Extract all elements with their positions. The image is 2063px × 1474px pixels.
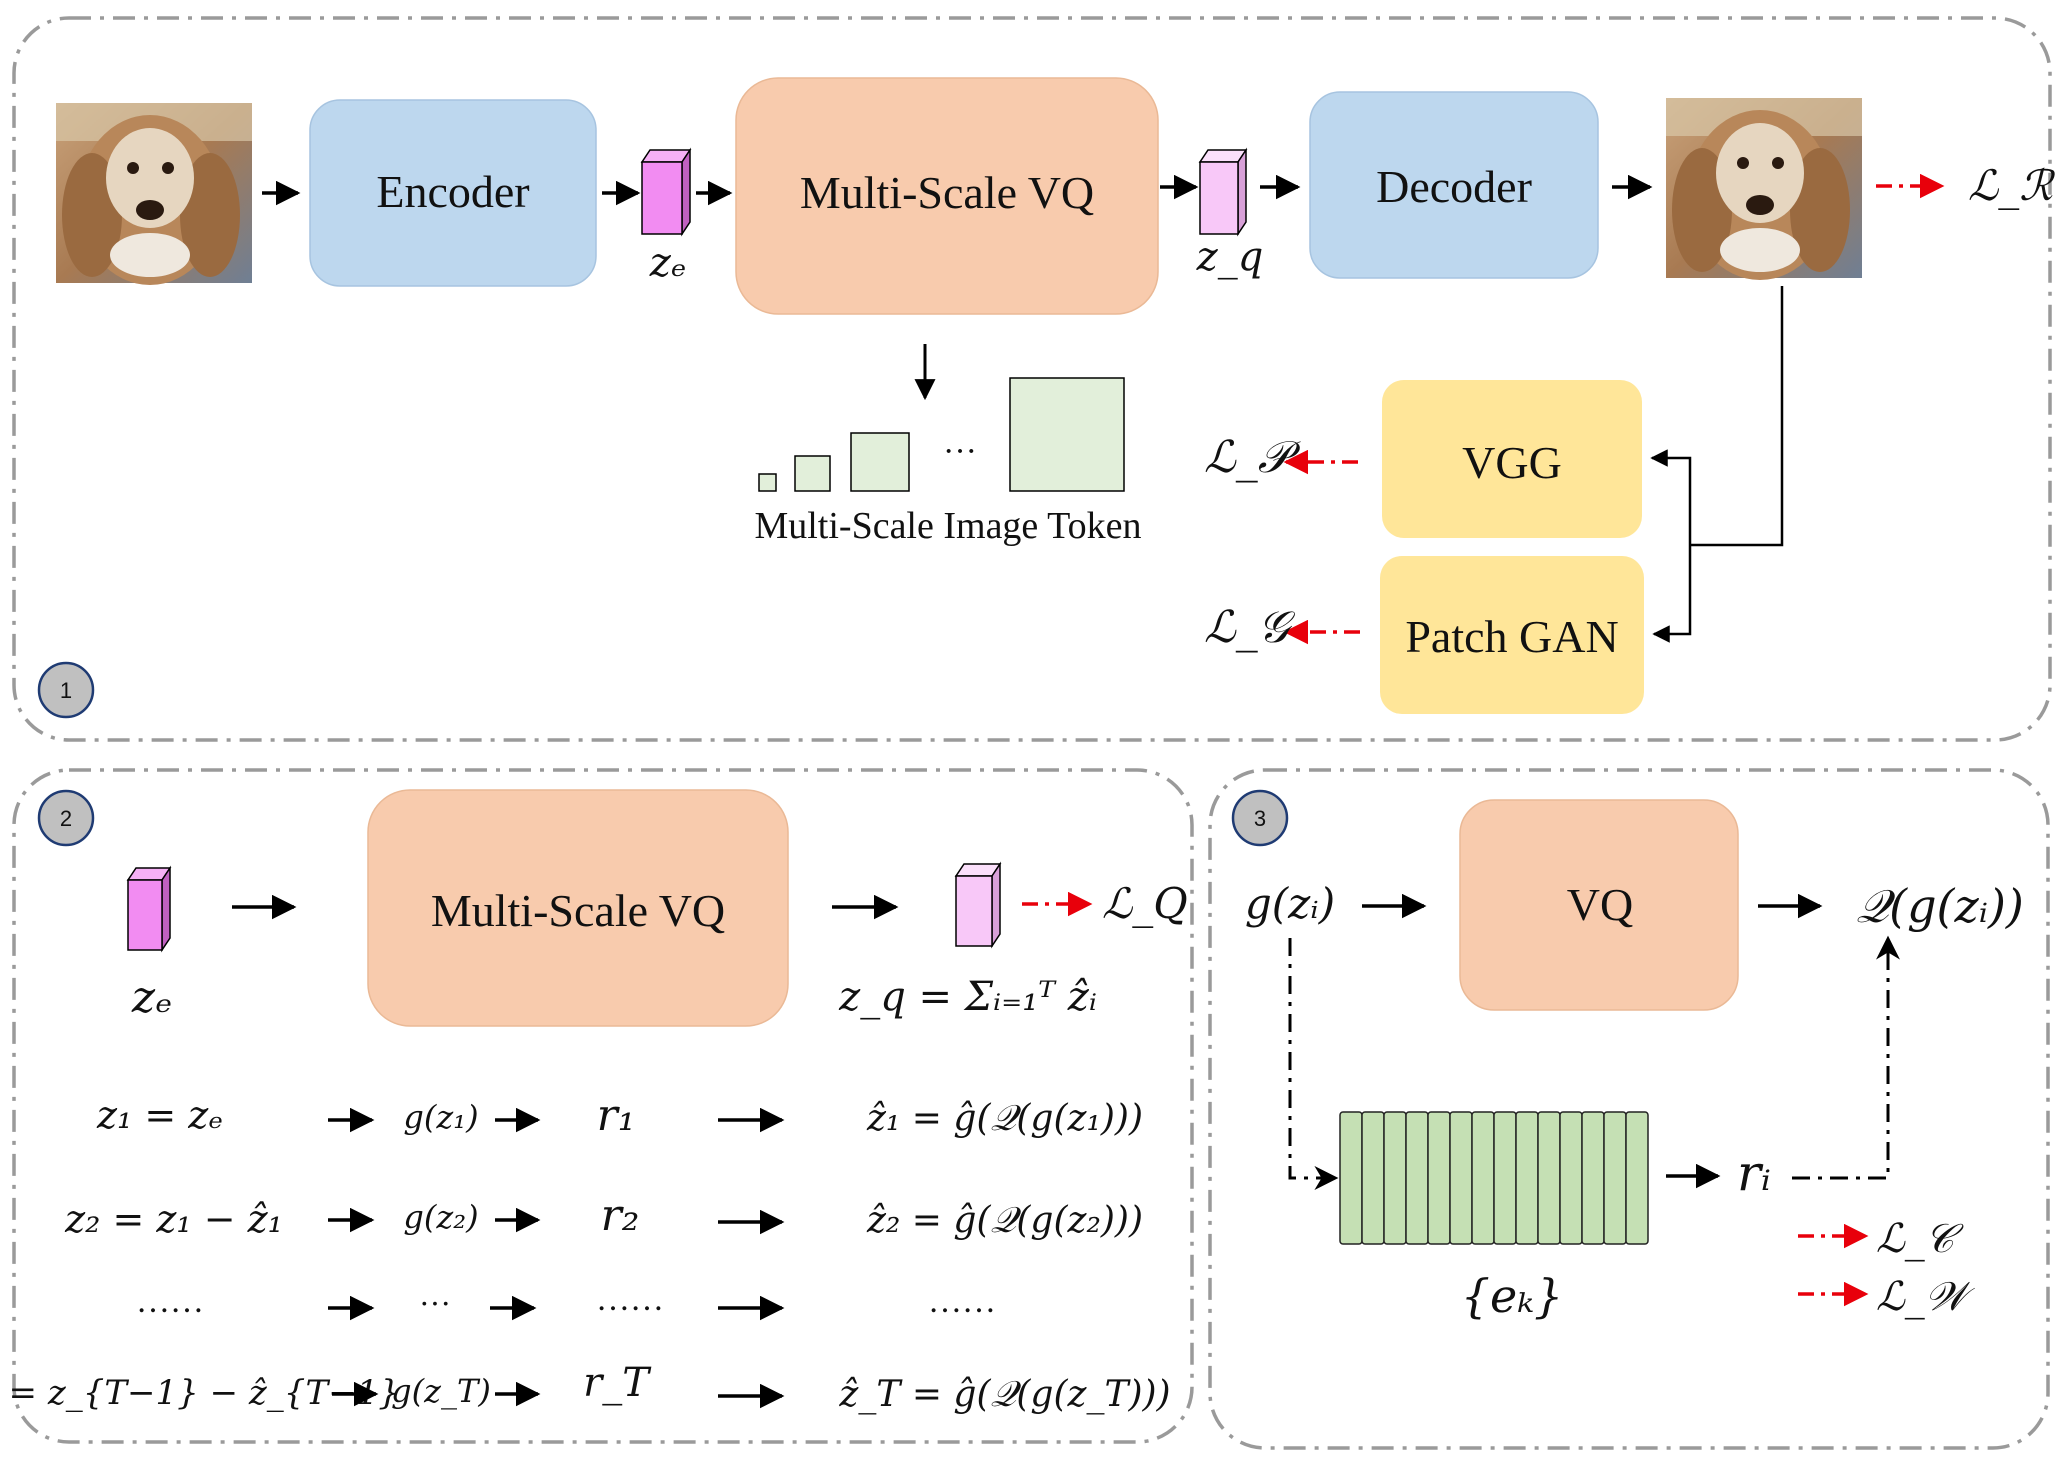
vgg-block [1382,380,1642,538]
input-dog-image [56,103,252,285]
loss-r-label: ℒ_ℛ [1968,161,2055,210]
gzi-to-codebook-path [1288,938,1339,1190]
ri-label: rᵢ [1737,1144,1771,1202]
residual-row-1: z₁ = zₑ g(z₁) r₁ ẑ₁ = ĝ(𝒬(g(z₁))) [96,1090,1143,1141]
row1-rhs: ẑ₁ = ĝ(𝒬(g(z₁))) [866,1098,1143,1139]
quantized-output-label: 𝒬(g(zᵢ)) [1856,879,2024,933]
connector-to-vgg [1650,449,1692,545]
row3-lhs: …… [136,1283,204,1320]
token-scale-2 [794,455,831,492]
patch-gan-block [1380,556,1644,714]
encoder-label: Encoder [376,166,529,217]
panel2-multi-scale-vq-block [367,789,789,1027]
badge-3-label: 3 [1254,806,1266,831]
zq-cube [1198,147,1248,237]
loss-g-label: ℒ_𝒢 [1204,602,1296,653]
vgg-label: VGG [1462,437,1562,488]
token-scale-k [1009,377,1125,492]
row2-lhs: z₂ = z₁ − ẑ₁ [64,1197,283,1241]
connector-to-patchgan [1652,545,1692,643]
codebook-entry [1515,1111,1539,1245]
badge-1-label: 1 [60,678,72,703]
codebook-entry [1405,1111,1429,1245]
codebook-entry [1471,1111,1495,1245]
row1-lhs: z₁ = zₑ [96,1093,223,1137]
connector-output-to-discriminators [1690,286,1784,547]
panel2-ze-label: zₑ [131,972,172,1023]
loss-w-label: ℒ_𝒲 [1876,1274,1976,1320]
row3-g: ··· [419,1285,451,1321]
panel-1-frame [12,16,2052,742]
codebook-entry [1537,1111,1561,1245]
row2-g: g(z₂) [403,1198,478,1236]
multi-scale-vq-block [735,77,1159,315]
tokens-label: Multi-Scale Image Token [754,505,1141,547]
codebook-entry [1559,1111,1583,1245]
codebook-entry [1361,1111,1385,1245]
vq-label: VQ [1567,879,1633,930]
token-scale-3 [850,432,910,492]
row2-r: r₂ [601,1190,640,1241]
token-scale-1 [758,473,777,492]
codebook-entry [1581,1111,1605,1245]
codebook-label: {eₖ} [1461,1269,1564,1323]
tokens-ellipsis: ··· [943,433,977,470]
patch-gan-label: Patch GAN [1405,611,1618,662]
decoder-block [1309,91,1599,279]
residual-row-t: z_T = z_{T−1} − ẑ_{T−1} g(z_T) r_T ẑ_T =… [0,1360,1171,1415]
panel2-zq-cube [954,861,1002,949]
row1-r: r₁ [597,1090,636,1141]
loss-p-label: ℒ_𝒫 [1204,432,1301,483]
row4-g: g(z_T) [391,1372,491,1410]
panel2-multi-scale-vq-label: Multi-Scale VQ [431,885,725,936]
ri-to-output-path [1792,935,1900,1180]
row4-r: r_T [583,1360,652,1406]
panel2-zq-formula: z_q = Σᵢ₌₁ᵀ ẑᵢ [838,974,1097,1020]
codebook-entry [1625,1111,1649,1245]
row3-r: …… [596,1281,664,1318]
row3-rhs: …… [928,1283,996,1320]
loss-c-label: ℒ_𝒞 [1876,1216,1964,1262]
ze-label: zₑ [649,240,687,286]
decoder-label: Decoder [1376,161,1532,212]
codebook-entry [1383,1111,1407,1245]
encoder-block [309,99,597,287]
panel2-ze-cube [126,865,172,953]
panel-3-frame [1208,768,2050,1450]
codebook [1339,1111,1649,1245]
badge-3 [1231,789,1289,847]
g-zi-label: g(zᵢ) [1245,879,1335,928]
codebook-entry [1603,1111,1627,1245]
vq-block [1459,799,1739,1011]
row4-rhs: ẑ_T = ĝ(𝒬(g(z_T))) [838,1374,1170,1415]
zq-label: z_q [1196,234,1264,280]
residual-row-ellipsis: …… ··· …… …… [136,1281,996,1321]
residual-row-2: z₂ = z₁ − ẑ₁ g(z₂) r₂ ẑ₂ = ĝ(𝒬(g(z₂))) [64,1190,1143,1241]
ze-cube [640,147,692,237]
multi-scale-vq-label: Multi-Scale VQ [800,167,1094,218]
badge-2 [37,789,95,847]
codebook-entry [1493,1111,1517,1245]
codebook-entry [1427,1111,1451,1245]
codebook-entry [1339,1111,1363,1245]
output-dog-image [1666,98,1862,280]
codebook-entry [1449,1111,1473,1245]
badge-2-label: 2 [60,806,72,831]
row2-rhs: ẑ₂ = ĝ(𝒬(g(z₂))) [866,1200,1143,1241]
badge-1 [37,661,95,719]
row1-g: g(z₁) [403,1098,478,1136]
loss-q-label: ℒ_Q [1102,879,1188,928]
panel-2-frame [12,768,1194,1444]
